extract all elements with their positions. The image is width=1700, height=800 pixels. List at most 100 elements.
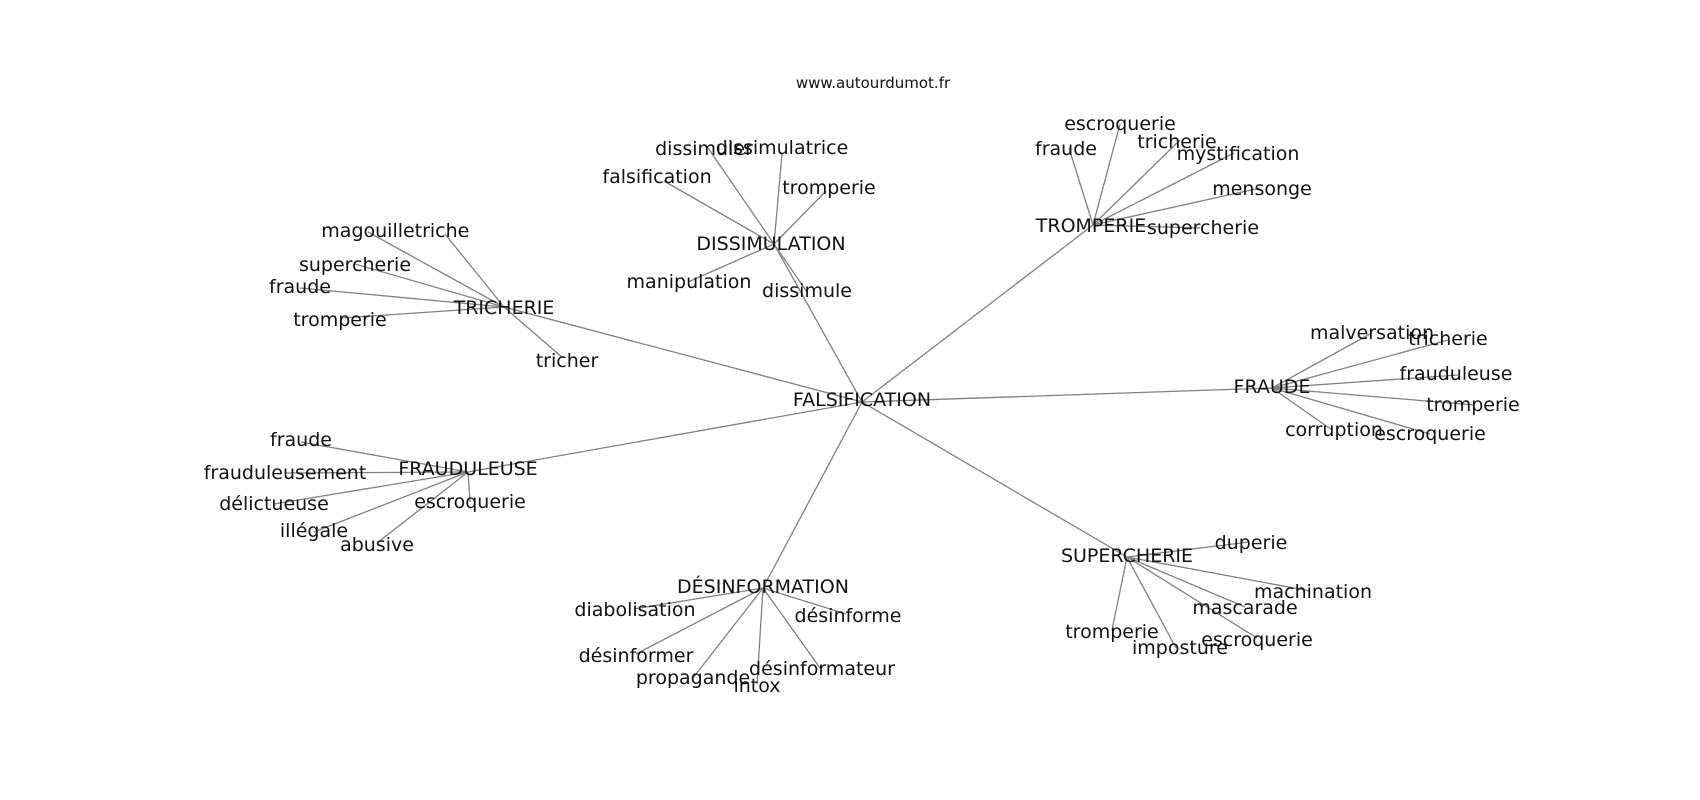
node-leaf-dissimulation-falsification[interactable]: falsification [602, 166, 711, 188]
edge-tromperie-to-supercherie [1092, 224, 1201, 229]
node-leaf-dissimulation-dissimuler[interactable]: dissimuler [655, 138, 753, 160]
edge-center-to-tromperie [861, 224, 1094, 403]
edge-fraude-to-frauduleuse [1271, 374, 1459, 389]
edge-supercherie-to-escroquerie [1126, 556, 1258, 639]
node-leaf-fraude-escroquerie[interactable]: escroquerie [1374, 423, 1486, 445]
edge-supercherie-to-duperie [1126, 541, 1250, 558]
node-leaf-tricherie-supercherie[interactable]: supercherie [299, 254, 411, 276]
node-leaf-tromperie-tricherie[interactable]: tricherie [1137, 131, 1217, 153]
edge-desinformation-to-diabolisation [633, 587, 764, 610]
edge-tromperie-to-escroquerie [1092, 123, 1121, 226]
edge-fraude-to-tricherie [1271, 339, 1449, 389]
node-leaf-desinformation-desinformer[interactable]: désinformer [579, 645, 694, 667]
edge-dissimulation-to-tromperie [773, 190, 827, 245]
node-leaf-tromperie-mystification[interactable]: mystification [1177, 143, 1300, 165]
edge-fraude-to-escroquerie [1271, 387, 1431, 435]
edge-supercherie-to-machination [1126, 556, 1311, 592]
node-leaf-desinformation-propagande[interactable]: propagande [636, 667, 750, 689]
node-leaf-fraude-frauduleuse[interactable]: frauduleuse [1400, 363, 1513, 385]
node-leaf-desinformation-diabolisation[interactable]: diabolisation [574, 599, 695, 621]
node-leaf-tricherie-fraude[interactable]: fraude [269, 276, 331, 298]
edge-supercherie-to-imposture [1126, 556, 1177, 649]
edge-tricherie-to-triche [444, 233, 505, 308]
edge-dissimulation-to-falsification [663, 180, 775, 245]
edge-center-to-dissimulation [773, 243, 863, 403]
node-leaf-supercherie-mascarade[interactable]: mascarade [1192, 597, 1297, 619]
edge-supercherie-to-tromperie [1111, 556, 1128, 631]
edge-dissimulation-to-dissimulatrice [773, 153, 783, 245]
edge-dissimulation-to-dissimuler [707, 147, 775, 245]
node-hub-tricherie[interactable]: TRICHERIE [453, 297, 555, 319]
edge-tricherie-to-tromperie [341, 306, 505, 319]
edge-desinformation-to-desinformateur [762, 587, 821, 669]
edge-desinformation-to-propagande [692, 587, 764, 679]
node-leaf-frauduleuse-delictueuse[interactable]: délictueuse [219, 493, 329, 515]
node-leaf-supercherie-escroquerie[interactable]: escroquerie [1201, 629, 1313, 651]
node-leaf-tromperie-fraude[interactable]: fraude [1035, 138, 1097, 160]
node-leaf-supercherie-machination[interactable]: machination [1254, 581, 1372, 603]
node-hub-supercherie[interactable]: SUPERCHERIE [1061, 545, 1193, 567]
node-leaf-supercherie-duperie[interactable]: duperie [1215, 532, 1288, 554]
node-leaf-fraude-corruption[interactable]: corruption [1285, 419, 1383, 441]
node-leaf-desinformation-desinformateur[interactable]: désinformateur [749, 658, 895, 680]
node-leaf-tricherie-triche[interactable]: triche [415, 220, 470, 242]
edge-fraude-to-corruption [1271, 387, 1333, 431]
node-leaf-tromperie-mensonge[interactable]: mensonge [1212, 178, 1312, 200]
edge-tromperie-to-mensonge [1092, 187, 1261, 226]
edge-dissimulation-to-dissimule [773, 243, 808, 293]
node-hub-frauduleuse[interactable]: FRAUDULEUSE [398, 458, 537, 480]
node-leaf-dissimulation-dissimulatrice[interactable]: dissimulatrice [716, 137, 849, 159]
edge-center-to-supercherie [861, 401, 1128, 558]
edge-frauduleuse-to-delictueuse [273, 471, 469, 505]
node-leaf-frauduleuse-abusive[interactable]: abusive [340, 534, 414, 556]
edge-center-to-desinformation [762, 401, 863, 589]
node-leaf-fraude-tricherie[interactable]: tricherie [1408, 328, 1488, 350]
edge-frauduleuse-to-frauduleusement [284, 471, 469, 474]
edge-tromperie-to-fraude [1068, 147, 1094, 226]
node-leaf-tromperie-supercherie[interactable]: supercherie [1147, 217, 1259, 239]
node-hub-desinformation[interactable]: DÉSINFORMATION [677, 575, 849, 598]
node-leaf-desinformation-desinforme[interactable]: désinforme [795, 605, 902, 627]
node-hub-fraude[interactable]: FRAUDE [1234, 376, 1311, 398]
edge-tromperie-to-tricherie [1092, 139, 1181, 226]
node-leaf-fraude-malversation[interactable]: malversation [1310, 322, 1434, 344]
node-leaf-tricherie-tromperie[interactable]: tromperie [293, 309, 387, 331]
edge-supercherie-to-mascarade [1126, 556, 1246, 608]
node-hub-tromperie[interactable]: TROMPERIE [1035, 215, 1146, 237]
edge-center-to-fraude [861, 387, 1273, 403]
node-leaf-frauduleuse-fraude[interactable]: fraude [270, 429, 332, 451]
node-leaf-frauduleuse-escroquerie[interactable]: escroquerie [414, 491, 526, 513]
edge-frauduleuse-to-illegale [313, 471, 469, 533]
edge-fraude-to-tromperie [1271, 387, 1475, 406]
node-leaf-tricherie-magouille[interactable]: magouille [321, 220, 414, 242]
node-leaf-dissimulation-manipulation[interactable]: manipulation [627, 271, 752, 293]
edge-desinformation-to-intox [756, 587, 764, 685]
node-leaf-tromperie-escroquerie[interactable]: escroquerie [1064, 113, 1176, 135]
edge-tricherie-to-magouille [367, 231, 505, 308]
edge-center-to-tricherie [503, 306, 863, 403]
edge-frauduleuse-to-escroquerie [467, 471, 471, 503]
edge-desinformation-to-desinforme [762, 587, 847, 615]
edge-tricherie-to-supercherie [354, 263, 505, 308]
node-hub-dissimulation[interactable]: DISSIMULATION [696, 233, 845, 255]
edge-frauduleuse-to-abusive [376, 471, 469, 544]
node-leaf-dissimulation-dissimule[interactable]: dissimule [762, 280, 852, 302]
graph-edges [273, 123, 1475, 685]
edge-tromperie-to-mystification [1092, 152, 1235, 226]
edge-fraude-to-malversation [1271, 333, 1371, 389]
node-leaf-supercherie-imposture[interactable]: imposture [1132, 637, 1228, 659]
site-url-label: www.autourdumot.fr [796, 74, 951, 92]
node-leaf-frauduleuse-illegale[interactable]: illégale [280, 520, 348, 542]
node-leaf-frauduleuse-frauduleusement[interactable]: frauduleusement [204, 462, 367, 484]
node-center-falsification[interactable]: FALSIFICATION [793, 389, 931, 411]
edge-desinformation-to-desinformer [635, 587, 764, 655]
node-leaf-desinformation-intox[interactable]: intox [733, 675, 780, 697]
edge-dissimulation-to-manipulation [687, 243, 775, 283]
node-leaf-dissimulation-tromperie[interactable]: tromperie [782, 177, 876, 199]
node-leaf-tricherie-tricher[interactable]: tricher [536, 350, 599, 372]
node-leaf-fraude-tromperie[interactable]: tromperie [1426, 394, 1520, 416]
node-leaf-supercherie-tromperie[interactable]: tromperie [1065, 621, 1159, 643]
edge-tricherie-to-tricher [503, 306, 564, 359]
